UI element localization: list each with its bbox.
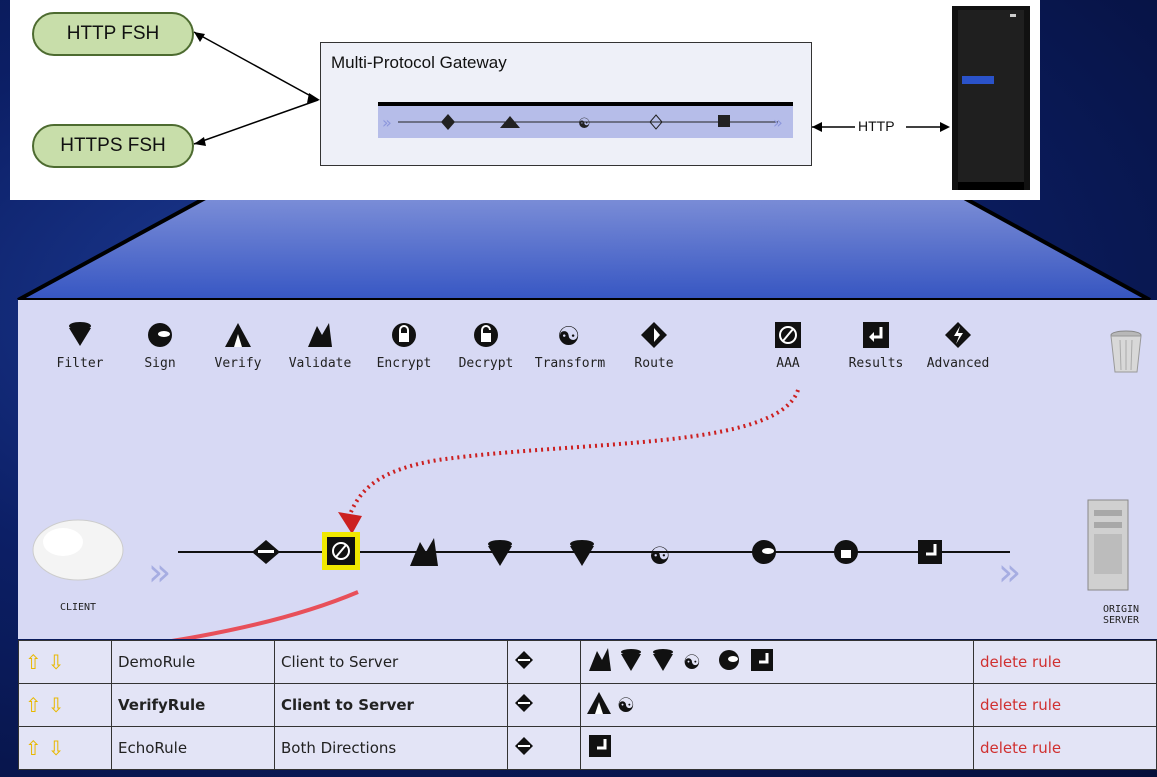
- reorder-cell: ⇧⇩: [18, 683, 112, 727]
- svg-text:»: »: [998, 550, 1021, 594]
- rule-direction: Client to Server: [274, 683, 508, 727]
- tool-transform[interactable]: ☯ Transform: [530, 318, 610, 371]
- tool-label: Decrypt: [458, 356, 514, 371]
- svg-text:☯: ☯: [683, 650, 701, 673]
- move-down-icon[interactable]: ⇩: [47, 650, 65, 674]
- route-icon: [614, 318, 694, 352]
- rules-table: ⇧⇩ DemoRule Client to Server ☯ delete ru…: [18, 640, 1157, 770]
- https-fsh-node: HTTPS FSH: [32, 124, 194, 168]
- svg-text:»: »: [773, 113, 783, 132]
- http-fsh-label: HTTP FSH: [66, 23, 160, 44]
- decrypt-icon: [446, 318, 526, 352]
- tool-label: Advanced: [926, 356, 990, 371]
- route-icon: [507, 640, 581, 684]
- multi-protocol-gateway-box: Multi-Protocol Gateway: [320, 42, 812, 166]
- policy-editor-panel: [18, 300, 1157, 639]
- tool-label: Verify: [214, 356, 262, 371]
- rule-actions: [580, 726, 974, 770]
- table-row: ⇧⇩ EchoRule Both Directions delete rule: [18, 726, 1157, 770]
- server-rack-image: [952, 6, 1030, 190]
- tool-aaa[interactable]: AAA: [748, 318, 828, 371]
- gateway-title: Multi-Protocol Gateway: [331, 53, 507, 72]
- tool-label: AAA: [776, 356, 800, 371]
- route-icon: [507, 726, 581, 770]
- table-row: ⇧⇩ DemoRule Client to Server ☯ delete ru…: [18, 640, 1157, 684]
- rule-name[interactable]: DemoRule: [111, 640, 275, 684]
- https-fsh-label: HTTPS FSH: [60, 135, 166, 156]
- tool-sign[interactable]: Sign: [120, 318, 200, 371]
- delete-rule-link[interactable]: delete rule: [973, 683, 1157, 727]
- rule-action-icons: ☯: [589, 648, 773, 674]
- tool-verify[interactable]: Verify: [198, 318, 278, 371]
- move-down-icon[interactable]: ⇩: [47, 736, 65, 760]
- reorder-cell: ⇧⇩: [18, 640, 112, 684]
- move-up-icon[interactable]: ⇧: [25, 736, 42, 760]
- move-up-icon[interactable]: ⇧: [25, 693, 42, 717]
- tool-label: Sign: [144, 356, 176, 371]
- delete-rule-link[interactable]: delete rule: [973, 640, 1157, 684]
- http-label: HTTP: [858, 118, 895, 134]
- rule-action-icons: [589, 735, 611, 757]
- tool-advanced[interactable]: Advanced: [918, 318, 998, 371]
- tool-filter[interactable]: Filter: [40, 318, 120, 371]
- filter-icon: [40, 318, 120, 352]
- sign-icon: [120, 318, 200, 352]
- svg-text:»: »: [382, 113, 392, 132]
- svg-text:☯: ☯: [557, 322, 580, 350]
- move-down-icon[interactable]: ⇩: [47, 693, 65, 717]
- tool-decrypt[interactable]: Decrypt: [446, 318, 526, 371]
- move-up-icon[interactable]: ⇧: [25, 650, 42, 674]
- trash-icon[interactable]: [1108, 330, 1144, 374]
- origin-server-label: ORIGIN SERVER: [1094, 604, 1148, 626]
- tool-label: Validate: [288, 356, 352, 371]
- tool-label: Encrypt: [376, 356, 432, 371]
- route-icon: [507, 683, 581, 727]
- tool-results[interactable]: Results: [836, 318, 916, 371]
- tool-label: Filter: [56, 356, 104, 371]
- transform-icon: ☯: [530, 318, 610, 352]
- rule-name[interactable]: EchoRule: [111, 726, 275, 770]
- tool-label: Route: [634, 356, 674, 371]
- validate-icon: [280, 318, 360, 352]
- aaa-icon: [748, 318, 828, 352]
- svg-text:»: »: [148, 550, 171, 594]
- rule-actions: ☯: [580, 640, 974, 684]
- tool-label: Results: [848, 356, 904, 371]
- advanced-icon: [918, 318, 998, 352]
- rule-actions: ☯: [580, 683, 974, 727]
- results-icon: [836, 318, 916, 352]
- tool-validate[interactable]: Validate: [280, 318, 360, 371]
- rule-name[interactable]: VerifyRule: [111, 683, 275, 727]
- table-row: ⇧⇩ VerifyRule Client to Server ☯ delete …: [18, 683, 1157, 727]
- svg-text:☯: ☯: [617, 693, 635, 716]
- verify-icon: [198, 318, 278, 352]
- origin-label-line1: ORIGIN: [1102, 604, 1140, 615]
- encrypt-icon: [364, 318, 444, 352]
- tool-encrypt[interactable]: Encrypt: [364, 318, 444, 371]
- tool-route[interactable]: Route: [614, 318, 694, 371]
- http-fsh-node: HTTP FSH: [32, 12, 194, 56]
- delete-rule-link[interactable]: delete rule: [973, 726, 1157, 770]
- svg-text:☯: ☯: [649, 542, 671, 570]
- origin-label-line2: SERVER: [1102, 615, 1140, 626]
- processing-pipeline: » » ☯: [32, 389, 1129, 639]
- svg-text:☯: ☯: [578, 116, 591, 132]
- client-label: CLIENT: [59, 602, 97, 613]
- rule-direction: Both Directions: [274, 726, 508, 770]
- rule-action-icons: ☯: [587, 692, 635, 717]
- tool-label: Transform: [534, 356, 606, 371]
- rule-direction: Client to Server: [274, 640, 508, 684]
- mini-pipeline-graphic: » ☯ »: [382, 113, 783, 132]
- reorder-cell: ⇧⇩: [18, 726, 112, 770]
